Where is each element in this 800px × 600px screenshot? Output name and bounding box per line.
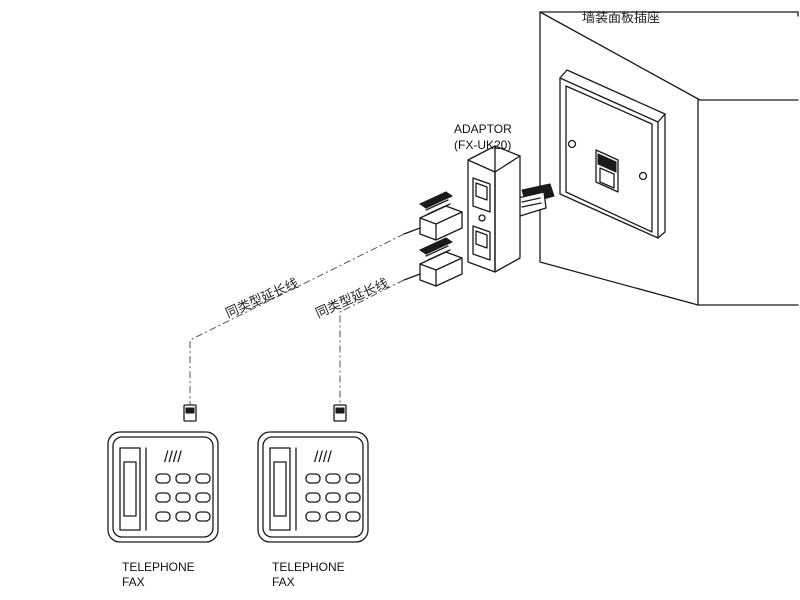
cable-label-2: 同类型延长线 [314, 276, 391, 321]
rj11-plug-lower[interactable] [403, 237, 463, 287]
device-1-line1: TELEPHONE [122, 560, 195, 574]
keypad-icon [305, 473, 361, 522]
device-2-line1: TELEPHONE [272, 560, 345, 574]
wall-socket-opening [595, 149, 619, 193]
screw-icon [638, 171, 648, 181]
adaptor-name: ADAPTOR [454, 122, 512, 136]
adaptor-body: ADAPTOR (FX-UK20) [454, 122, 555, 273]
keypad-marks: //// [314, 449, 332, 466]
handset-icon [119, 447, 147, 531]
keypad-icon [155, 473, 211, 522]
extension-cable-2: 同类型延长线 [314, 276, 405, 405]
telephone-fax-2: //// TELEPHONE FAX [257, 431, 369, 589]
adaptor-model: (FX-UK20) [454, 138, 511, 152]
wall-socket-plate [559, 69, 666, 239]
wall-panel: 墙装面板插座 [539, 11, 799, 306]
screw-icon [567, 139, 577, 149]
wall-plate-label: 墙装面板插座 [582, 11, 660, 26]
device-2-line2: FAX [272, 575, 295, 589]
adaptor-plug [517, 183, 555, 217]
adaptor-port-lower[interactable] [472, 225, 491, 261]
keypad-marks: //// [164, 449, 182, 466]
extension-cable-1: 同类型延长线 [189, 233, 405, 405]
cable-label-1: 同类型延长线 [224, 276, 301, 321]
device-1-line2: FAX [122, 575, 145, 589]
screw-icon [478, 214, 486, 222]
telephone-fax-1: //// TELEPHONE FAX [107, 431, 219, 589]
cable-end-plug-2 [333, 404, 347, 422]
adaptor-port-upper[interactable] [472, 177, 491, 213]
handset-icon [269, 447, 297, 531]
cable-end-plug-1 [183, 404, 197, 422]
rj11-plug-upper[interactable] [403, 191, 463, 241]
